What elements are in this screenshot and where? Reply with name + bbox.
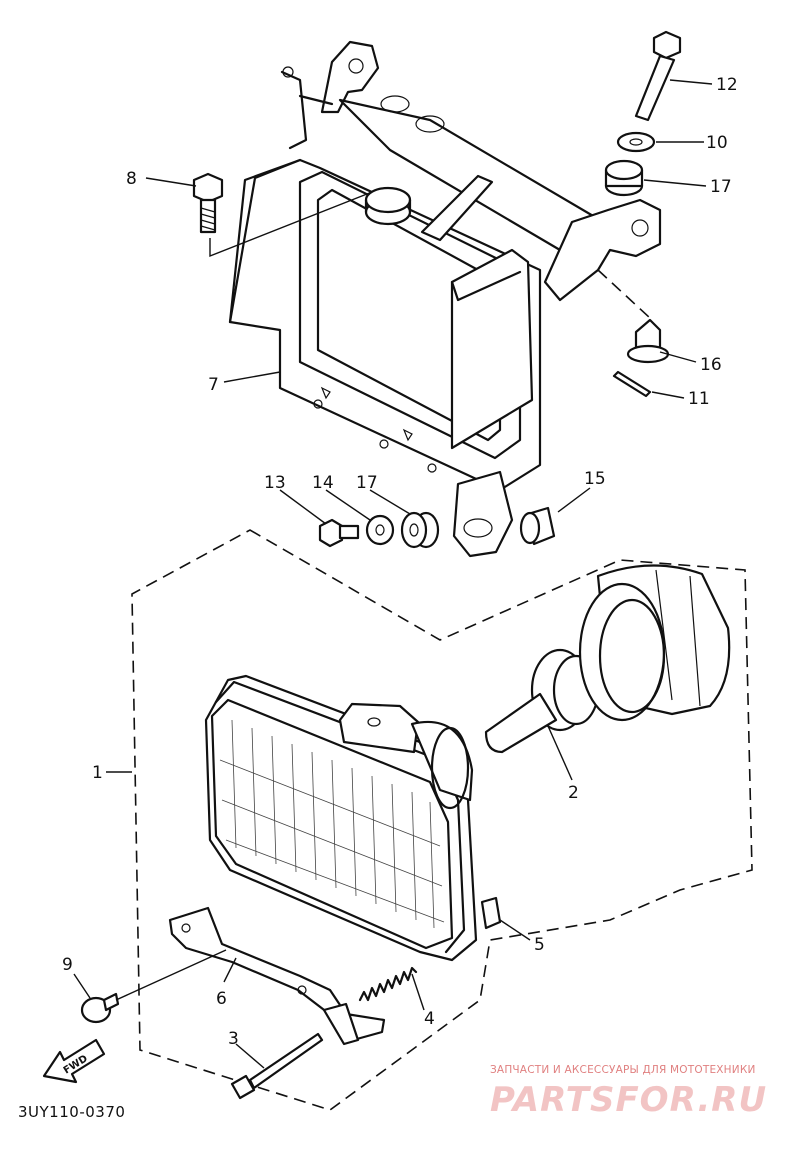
leader-screw-9: [115, 949, 227, 1001]
bolt-part-8: [192, 172, 224, 234]
leader-bolt-8: [209, 191, 373, 258]
callout-11: 11: [688, 389, 710, 409]
callout-17-bottom: 17: [356, 473, 378, 493]
dashed-guide-16: [597, 269, 651, 319]
spring-part-4: [358, 966, 418, 1002]
washer-part-10: [616, 131, 656, 153]
callout-13: 13: [264, 473, 286, 493]
mounting-plate-part-6: [168, 906, 386, 1046]
callout-2: 2: [568, 783, 579, 803]
collar-part-16: [626, 318, 670, 364]
callout-12: 12: [716, 75, 738, 95]
callout-1: 1: [92, 763, 103, 783]
callout-8: 8: [126, 169, 137, 189]
bolt-part-13: [318, 518, 360, 548]
callout-16: 16: [700, 355, 722, 375]
grommet-part-17-bottom: [400, 511, 440, 549]
screw-part-3: [230, 1032, 324, 1100]
callout-6: 6: [216, 989, 227, 1009]
headlight-assembly-outline: [131, 529, 753, 1111]
callout-5: 5: [534, 935, 545, 955]
headlight-unit: [204, 674, 478, 962]
callout-3: 3: [228, 1029, 239, 1049]
collar-part-15: [519, 506, 556, 546]
pin-part-11: [612, 370, 652, 398]
nut-part-5: [480, 896, 502, 930]
callout-10: 10: [706, 133, 728, 153]
callout-leaders: [73, 79, 713, 1069]
callout-14: 14: [312, 473, 334, 493]
watermark-tagline: ЗАПЧАСТИ И АКСЕССУАРЫ ДЛЯ МОТОТЕХНИКИ: [490, 1064, 756, 1076]
callout-4: 4: [424, 1009, 435, 1029]
diagram-code: 3UY110-0370: [18, 1103, 126, 1121]
washer-part-14: [365, 514, 395, 546]
callout-9: 9: [62, 955, 73, 975]
watermark-logo: PARTSFOR.RU: [490, 1080, 768, 1120]
bolt-part-12: [634, 30, 682, 122]
screw-part-9: [80, 992, 120, 1024]
bulb-cover: [578, 564, 731, 722]
headlight-bracket-part-7: [228, 40, 662, 558]
callout-17-top: 17: [710, 177, 732, 197]
forward-arrow-icon: FWD: [42, 1038, 106, 1084]
callout-15: 15: [584, 469, 606, 489]
callout-7: 7: [208, 375, 219, 395]
grommet-part-17-top: [604, 159, 644, 197]
callout-labels: 8 12 10 17 16 11 7 13 14 17 15 1 2 5 6 4…: [62, 75, 738, 1049]
